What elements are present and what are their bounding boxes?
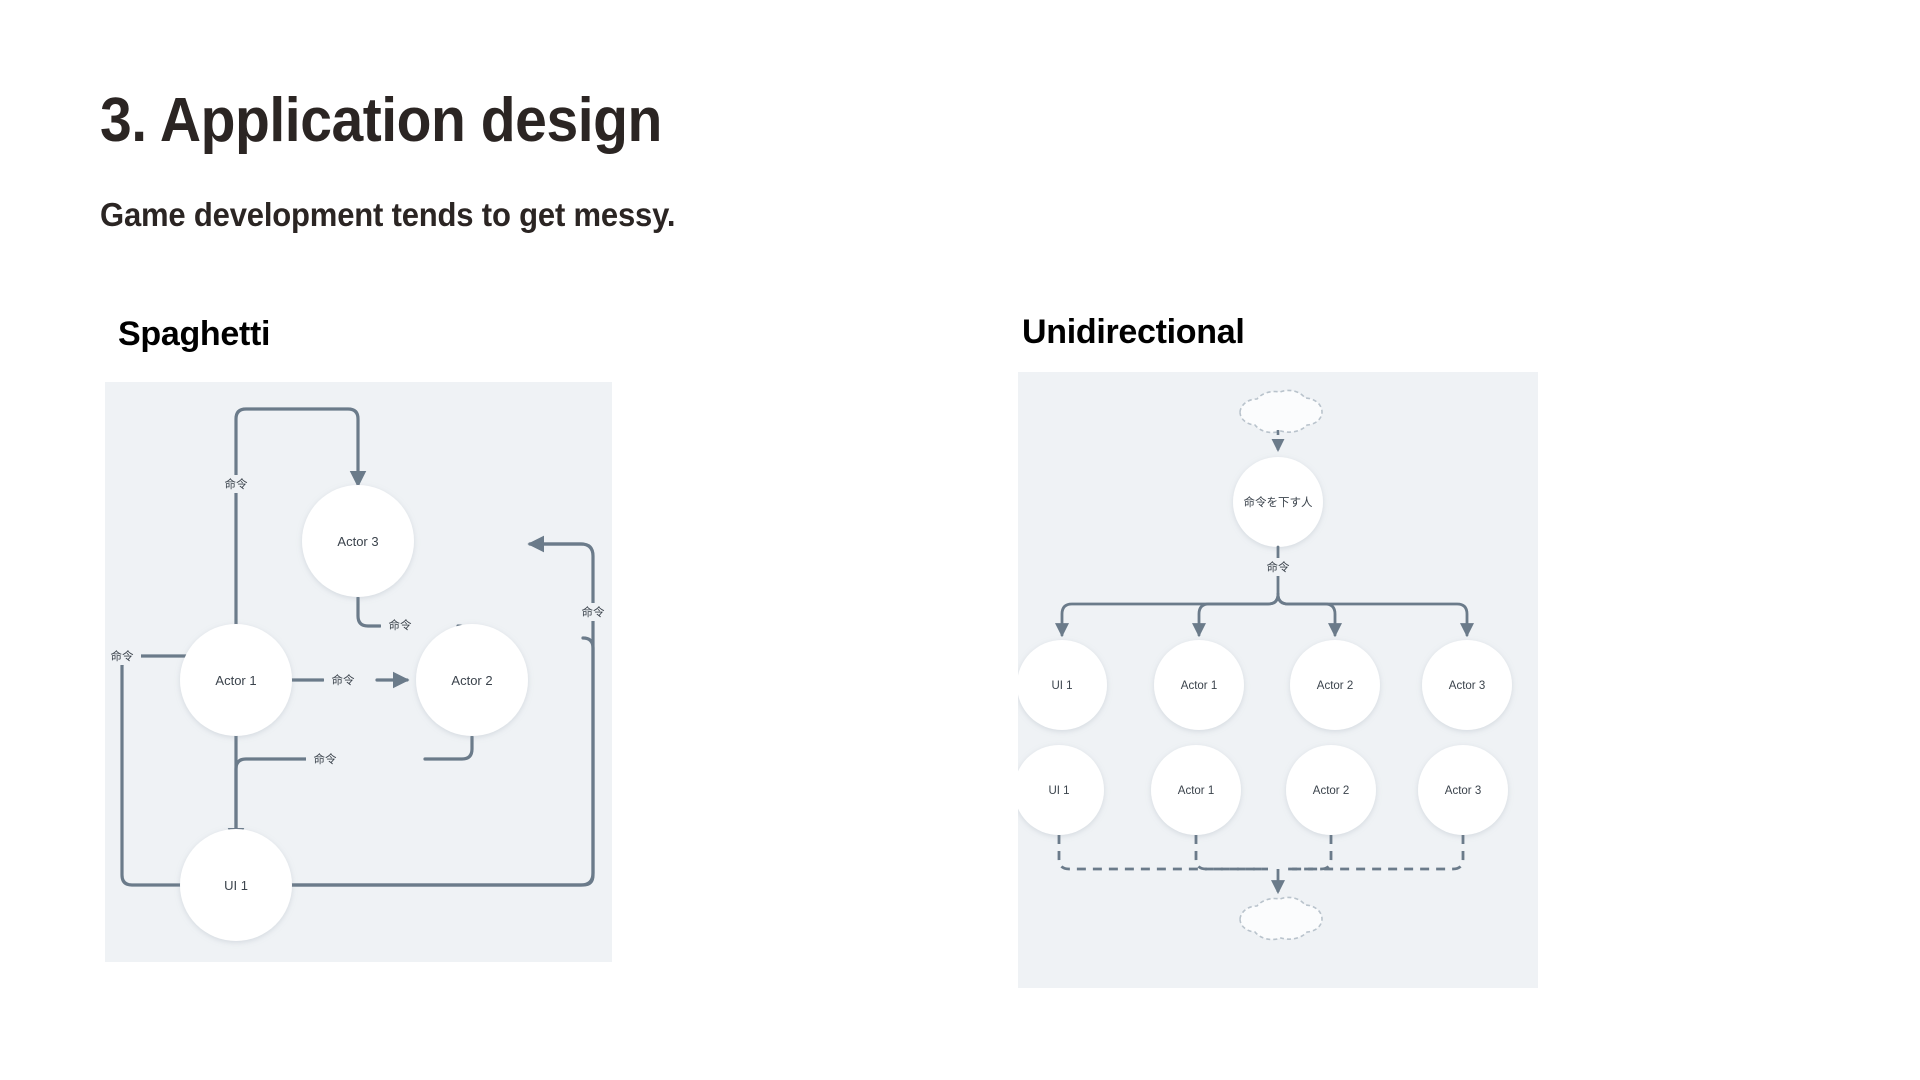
- dispatch-edges: [1055, 545, 1474, 638]
- node-commander-label: 命令を下す人: [1244, 495, 1313, 509]
- edge-collect-ui1: [1057, 835, 1268, 871]
- node-actor1-label: Actor 1: [215, 673, 256, 688]
- cloud-top: [1239, 389, 1323, 434]
- edge-actor2-to-ui1-b: [227, 757, 329, 845]
- node-actor3: Actor 3: [302, 485, 414, 597]
- node-row2-ui1-circle: [1018, 745, 1104, 835]
- edge-branch-actor2: [1276, 592, 1342, 638]
- cloud-top-shape: [1239, 389, 1323, 434]
- spaghetti-diagram-svg: Actor 3 Actor 1 Actor 2 UI 1 命令 命令: [105, 407, 612, 941]
- node-row2-ui1-label: UI 1: [1048, 785, 1069, 797]
- node-row2-actor3: Actor 3: [1418, 745, 1508, 835]
- node-row1-actor1-circle: [1154, 640, 1244, 730]
- node-row1-ui1-label: UI 1: [1051, 680, 1072, 692]
- edge-branch-actor3: [1276, 592, 1474, 638]
- edge-collect-actor2: [1288, 835, 1333, 871]
- node-row1-actor2: Actor 2: [1290, 640, 1380, 730]
- heading-spaghetti: Spaghetti: [118, 315, 271, 353]
- node-row2-actor3-circle: [1418, 745, 1508, 835]
- node-row2-ui1: UI 1: [1018, 745, 1104, 835]
- node-row2-actor1-label: Actor 1: [1178, 785, 1214, 797]
- node-row1-ui1-circle: [1018, 640, 1107, 730]
- node-row1-actor2-circle: [1290, 640, 1380, 730]
- edge-collect-actor3: [1288, 835, 1465, 871]
- node-actor1-circle: [180, 624, 292, 736]
- spaghetti-diagram-panel: Actor 3 Actor 1 Actor 2 UI 1 命令 命令: [105, 382, 612, 962]
- edge-ui1-to-actor3-right: [289, 535, 595, 887]
- collector-edges: [1057, 835, 1465, 871]
- node-row2-actor1-circle: [1151, 745, 1241, 835]
- node-row1-actor3: Actor 3: [1422, 640, 1512, 730]
- edge-label-dispatch: 命令: [1267, 560, 1290, 574]
- row-two-nodes: UI 1 Actor 1 Actor 2 Actor 3: [1018, 745, 1508, 835]
- node-actor2-label: Actor 2: [451, 673, 492, 688]
- node-row2-actor2: Actor 2: [1286, 745, 1376, 835]
- edge-collect-actor1: [1194, 835, 1268, 871]
- node-actor3-circle: [302, 485, 414, 597]
- page-subtitle: Game development tends to get messy.: [100, 196, 676, 233]
- node-ui1-label: UI 1: [224, 878, 248, 893]
- spaghetti-edge-labels: 命令 命令 命令 命令 命令 命令: [105, 475, 612, 768]
- cloud-bottom: [1239, 896, 1323, 941]
- node-row1-actor1: Actor 1: [1154, 640, 1244, 730]
- node-row1-actor2-label: Actor 2: [1317, 680, 1353, 692]
- node-row1-actor1-label: Actor 1: [1181, 680, 1217, 692]
- unidirectional-diagram-svg: 命令を下す人 命令 UI 1 Actor 1: [1018, 389, 1512, 941]
- page-title: 3. Application design: [100, 86, 662, 155]
- edge-ui1-actor3-top: [234, 407, 367, 889]
- node-row2-actor2-circle: [1286, 745, 1376, 835]
- node-row2-actor1: Actor 1: [1151, 745, 1241, 835]
- node-row1-actor3-label: Actor 3: [1449, 680, 1485, 692]
- node-actor1: Actor 1: [180, 624, 292, 736]
- edge-label-actor1-actor2: 命令: [332, 673, 355, 687]
- edge-actor2-to-ui1-a: [423, 735, 474, 761]
- node-row1-actor3-circle: [1422, 640, 1512, 730]
- cloud-bottom-shape: [1239, 896, 1323, 941]
- edge-branch-ui1: [1055, 592, 1280, 638]
- unidirectional-diagram-panel: 命令を下す人 命令 UI 1 Actor 1: [1018, 372, 1538, 988]
- node-ui1: UI 1: [180, 829, 292, 941]
- row-one-nodes: UI 1 Actor 1 Actor 2 Actor 3: [1018, 640, 1512, 730]
- node-row2-actor3-label: Actor 3: [1445, 785, 1481, 797]
- node-actor2-circle: [416, 624, 528, 736]
- edge-label-ui1-actor1: 命令: [111, 649, 134, 663]
- edge-label-ui1-actor3-right: 命令: [582, 605, 605, 619]
- edge-label-actor2-ui1: 命令: [314, 752, 337, 766]
- edge-branch-actor1: [1192, 592, 1280, 638]
- node-actor3-label: Actor 3: [337, 534, 378, 549]
- node-commander: 命令を下す人: [1233, 457, 1323, 547]
- node-row2-actor2-label: Actor 2: [1313, 785, 1349, 797]
- node-actor2: Actor 2: [416, 624, 528, 736]
- edge-label-actor3-actor2: 命令: [389, 618, 412, 632]
- heading-unidirectional: Unidirectional: [1022, 313, 1245, 351]
- edge-actor3-to-actor2: [356, 596, 382, 628]
- edge-label-ui1-actor3: 命令: [225, 477, 248, 491]
- node-commander-circle: [1233, 457, 1323, 547]
- node-row1-ui1: UI 1: [1018, 640, 1107, 730]
- node-ui1-circle: [180, 829, 292, 941]
